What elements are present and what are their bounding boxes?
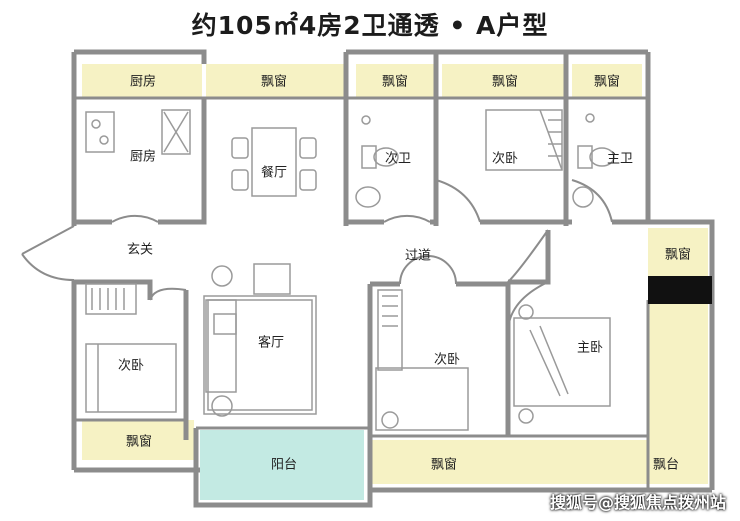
plan-title: 约105㎡4房2卫通透 • A户型	[191, 11, 549, 40]
wardrobe-icon	[377, 289, 403, 371]
bed-icon	[485, 109, 563, 171]
hanger-icon	[382, 295, 398, 327]
kitchen-fixtures	[85, 109, 191, 155]
label-bay-dining: 飘窗	[260, 74, 288, 90]
master-bay-platform-fill	[648, 304, 708, 484]
armchair-icon	[253, 263, 291, 295]
chair-icon	[231, 137, 249, 159]
sink-cross-icon	[163, 111, 189, 153]
label-bay-right: 飘窗	[664, 247, 692, 263]
bed-blanket-icon	[529, 325, 569, 397]
door-swings	[21, 179, 613, 331]
bath2-bay-fill	[356, 64, 434, 98]
master-bath-bay-fill	[572, 64, 642, 98]
label-bay-mid: 飘窗	[430, 457, 458, 473]
bed2-bay-fill	[442, 64, 564, 98]
bedroom-mid-door	[399, 255, 457, 285]
cushion-icon	[213, 313, 237, 335]
mid-bay-fill	[372, 440, 648, 484]
bath2-door	[383, 214, 431, 223]
toilet-bowl-icon	[589, 147, 615, 167]
watermark-text: 搜狐号@搜狐焦点拨州站	[549, 493, 726, 512]
label-bathroom2: 次卫	[384, 151, 412, 167]
rug-inner-icon	[207, 299, 313, 411]
structural-wall-block	[648, 276, 712, 304]
toilet-bowl-icon	[373, 147, 399, 167]
label-bedroom2-top: 次卧	[491, 151, 519, 167]
bed2-door	[435, 179, 481, 223]
wall-balcony	[193, 428, 373, 508]
rug-icon	[203, 295, 317, 415]
label-bedroom-left: 次卧	[117, 358, 145, 374]
bed-icon	[513, 317, 611, 407]
label-master-bath: 主卫	[606, 151, 634, 167]
left-bay-fill	[82, 420, 194, 460]
label-entrance: 玄关	[126, 242, 154, 258]
lamp-icon	[381, 411, 399, 429]
burner-icon	[99, 135, 109, 145]
shower-icon	[585, 113, 595, 123]
bed-pillow-icon	[548, 119, 562, 157]
walls	[71, 49, 715, 508]
label-bay-master-bath: 飘窗	[593, 74, 621, 90]
chair-icon	[299, 169, 317, 191]
entrance-door	[21, 225, 75, 281]
label-dining: 餐厅	[260, 165, 288, 181]
wall-top-left	[74, 49, 207, 64]
lamp-icon	[518, 304, 534, 320]
dining-bay-fill	[206, 64, 346, 98]
washbasin-icon	[572, 186, 594, 208]
kitchen-door	[111, 214, 159, 223]
bed-blanket-icon	[539, 109, 563, 171]
chair-icon	[231, 169, 249, 191]
hanger-icon	[91, 288, 125, 310]
sofa-icon	[205, 299, 237, 393]
label-kitchen-window: 厨房	[129, 74, 157, 90]
bedroom-left-door	[149, 287, 187, 301]
sink-icon	[161, 109, 191, 155]
bed-icon	[375, 367, 469, 431]
side-table-icon	[211, 395, 233, 417]
bed-icon	[85, 343, 177, 413]
burner-icon	[91, 119, 101, 129]
dining-table-set	[231, 127, 317, 197]
wall-kitchen-bottom	[74, 98, 207, 225]
chair-icon	[299, 137, 317, 159]
label-master-bedroom: 主卧	[576, 340, 604, 356]
label-corridor: 过道	[404, 248, 432, 264]
label-balcony: 阳台	[270, 457, 298, 473]
kitchen-bay-fill	[82, 64, 202, 98]
bed2-furniture	[485, 109, 563, 171]
label-living: 客厅	[257, 335, 285, 351]
master-door-arc	[507, 229, 549, 283]
right-bay-fill	[648, 228, 708, 276]
toilet-tank-icon	[361, 145, 377, 169]
master-bedroom-furniture	[513, 304, 611, 424]
bay-window-fills	[82, 64, 708, 500]
bath-fixtures	[355, 113, 615, 208]
label-bedroom-mid: 次卧	[433, 352, 461, 368]
shower-icon	[361, 115, 371, 125]
dining-table-icon	[251, 127, 297, 197]
wall-right	[645, 52, 715, 490]
master-bath-door	[571, 179, 613, 223]
stove-icon	[85, 111, 115, 153]
balcony-fill	[200, 430, 364, 500]
lamp-icon	[518, 408, 534, 424]
living-furniture	[203, 263, 317, 417]
bedroom-left-furniture	[85, 283, 177, 413]
label-kitchen: 厨房	[129, 149, 157, 165]
label-bay-bath2: 飘窗	[381, 74, 409, 90]
label-bay-platform: 飘台	[652, 457, 680, 473]
wardrobe-icon	[85, 283, 137, 315]
bedroom-mid-furniture	[375, 289, 469, 431]
toilet-tank-icon	[577, 145, 593, 169]
master-door	[507, 281, 549, 331]
label-bay-left: 飘窗	[125, 434, 153, 450]
label-bay-bed2: 飘窗	[491, 74, 519, 90]
side-table-icon	[211, 265, 233, 287]
wall-bedroom-left-top	[74, 279, 153, 300]
washbasin-icon	[355, 186, 381, 208]
